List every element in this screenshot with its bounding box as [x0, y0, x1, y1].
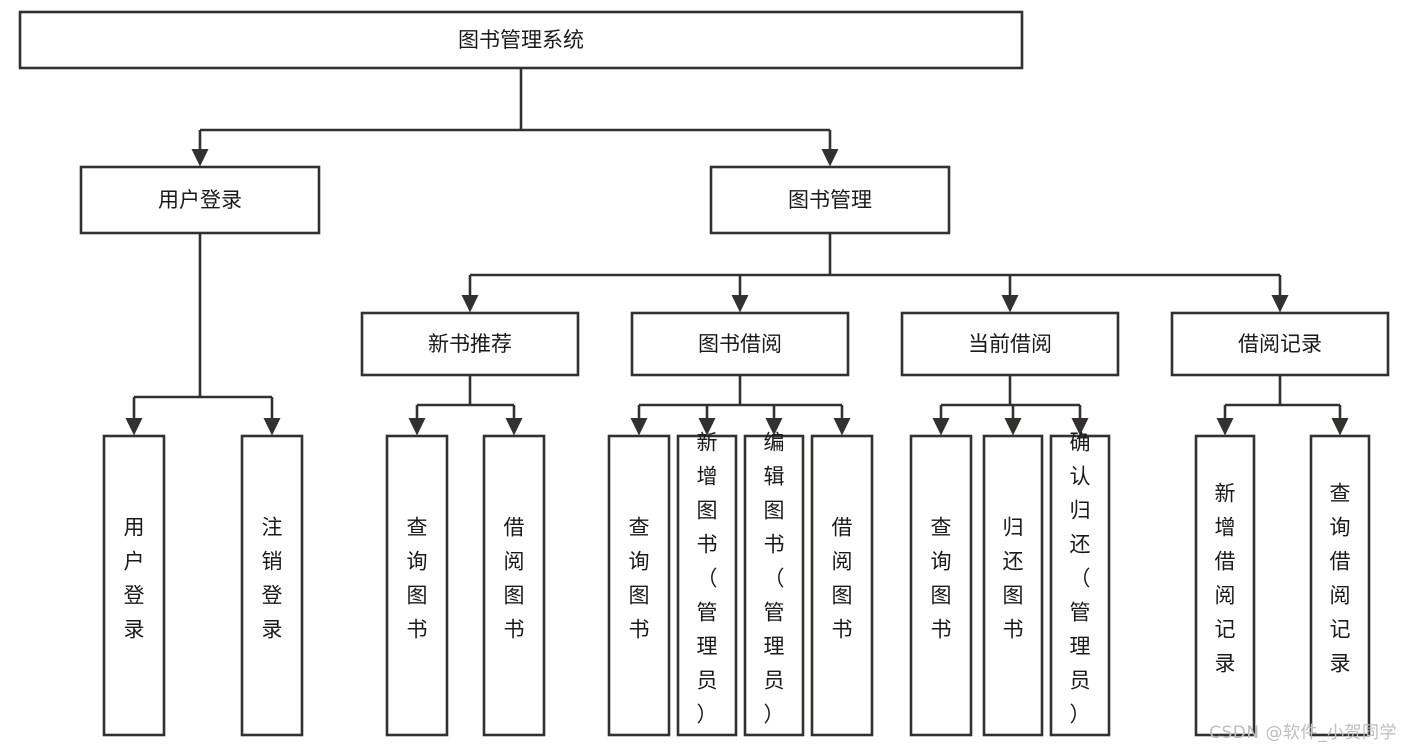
node-leaf-add-borrow-record-box[interactable]: [1194, 434, 1256, 737]
node-leaf-edit-book-admin-label: 编辑图书（管理员）: [764, 431, 785, 727]
node-leaf-user-logout[interactable]: 注销登录: [240, 434, 304, 737]
node-leaf-edit-book-admin-box[interactable]: [743, 434, 805, 737]
node-leaf-query-book-current-label: 查询图书: [931, 516, 952, 642]
node-book-manage[interactable]: 图书管理: [709, 165, 951, 235]
node-leaf-query-borrow-record-box[interactable]: [1309, 434, 1371, 737]
arrow-head-icon: [932, 418, 950, 436]
node-leaf-query-borrow-record[interactable]: 查询借阅记录: [1309, 434, 1371, 737]
node-borrow-record-box[interactable]: [1170, 311, 1390, 377]
arrow-head-icon: [1071, 418, 1089, 436]
node-leaf-borrow-book-box[interactable]: [810, 434, 874, 737]
node-leaf-query-book-borrow[interactable]: 查询图书: [607, 434, 671, 737]
node-leaf-confirm-return-admin[interactable]: 确认归还（管理员）: [1049, 431, 1111, 737]
node-root-label: 图书管理系统: [458, 28, 584, 52]
node-leaf-query-book-borrow-label: 查询图书: [629, 516, 650, 642]
node-leaf-confirm-return-admin-box[interactable]: [1049, 434, 1111, 737]
node-current-borrow[interactable]: 当前借阅: [900, 311, 1120, 377]
node-leaf-add-book-admin-label: 新增图书（管理员）: [697, 431, 718, 727]
arrow-head-icon: [698, 418, 716, 436]
node-book-borrow[interactable]: 图书借阅: [630, 311, 850, 377]
node-user-login-box[interactable]: [79, 165, 321, 235]
node-leaf-user-logout-label: 注销登录: [262, 516, 283, 642]
node-new-book-recommend-label: 新书推荐: [428, 332, 512, 356]
node-leaf-add-book-admin-box[interactable]: [676, 434, 738, 737]
node-root[interactable]: 图书管理系统: [18, 10, 1024, 70]
node-book-borrow-label: 图书借阅: [698, 332, 782, 356]
node-leaf-borrow-book-new-label: 借阅图书: [504, 516, 525, 642]
arrow-head-icon: [731, 295, 749, 313]
node-user-login[interactable]: 用户登录: [79, 165, 321, 235]
arrow-head-icon: [191, 149, 209, 167]
arrow-head-icon: [821, 149, 839, 167]
node-leaf-add-borrow-record-label: 新增借阅记录: [1215, 482, 1236, 676]
node-leaf-return-book-box[interactable]: [982, 434, 1044, 737]
arrow-head-icon: [1216, 418, 1234, 436]
connectors-layer: [125, 68, 1349, 436]
watermark-text: CSDN @软件_小贺同学: [1209, 723, 1397, 743]
node-borrow-record[interactable]: 借阅记录: [1170, 311, 1390, 377]
node-leaf-confirm-return-admin-label: 确认归还（管理员）: [1070, 431, 1091, 727]
node-new-book-recommend[interactable]: 新书推荐: [360, 311, 580, 377]
node-leaf-borrow-book-label: 借阅图书: [832, 516, 853, 642]
node-leaf-query-borrow-record-label: 查询借阅记录: [1330, 482, 1351, 676]
node-book-manage-label: 图书管理: [788, 188, 872, 212]
node-leaf-borrow-book-new[interactable]: 借阅图书: [482, 434, 546, 737]
boxes-layer: 图书管理系统用户登录图书管理新书推荐图书借阅当前借阅借阅记录用户登录注销登录查询…: [18, 10, 1390, 737]
node-leaf-query-book-borrow-box[interactable]: [607, 434, 671, 737]
node-leaf-edit-book-admin[interactable]: 编辑图书（管理员）: [743, 431, 805, 737]
node-leaf-user-login-label: 用户登录: [124, 516, 145, 642]
node-current-borrow-label: 当前借阅: [968, 332, 1052, 356]
node-leaf-return-book[interactable]: 归还图书: [982, 434, 1044, 737]
node-leaf-query-book-new-box[interactable]: [385, 434, 449, 737]
node-book-manage-box[interactable]: [709, 165, 951, 235]
node-current-borrow-box[interactable]: [900, 311, 1120, 377]
node-user-login-label: 用户登录: [158, 188, 242, 212]
node-leaf-query-book-current-box[interactable]: [909, 434, 973, 737]
node-leaf-user-logout-box[interactable]: [240, 434, 304, 737]
arrow-head-icon: [408, 418, 426, 436]
arrow-head-icon: [461, 295, 479, 313]
node-new-book-recommend-box[interactable]: [360, 311, 580, 377]
node-root-box[interactable]: [18, 10, 1024, 70]
node-leaf-user-login[interactable]: 用户登录: [102, 434, 166, 737]
node-leaf-borrow-book-new-box[interactable]: [482, 434, 546, 737]
arrow-head-icon: [1004, 418, 1022, 436]
arrow-head-icon: [1271, 295, 1289, 313]
node-leaf-add-book-admin[interactable]: 新增图书（管理员）: [676, 431, 738, 737]
node-leaf-borrow-book[interactable]: 借阅图书: [810, 434, 874, 737]
arrow-head-icon: [1331, 418, 1349, 436]
arrow-head-icon: [263, 418, 281, 436]
arrow-head-icon: [1001, 295, 1019, 313]
node-leaf-user-login-box[interactable]: [102, 434, 166, 737]
node-book-borrow-box[interactable]: [630, 311, 850, 377]
node-leaf-return-book-label: 归还图书: [1003, 516, 1024, 642]
arrow-head-icon: [765, 418, 783, 436]
node-leaf-query-book-new[interactable]: 查询图书: [385, 434, 449, 737]
node-leaf-add-borrow-record[interactable]: 新增借阅记录: [1194, 434, 1256, 737]
arrow-head-icon: [505, 418, 523, 436]
arrow-head-icon: [125, 418, 143, 436]
arrow-head-icon: [833, 418, 851, 436]
node-leaf-query-book-new-label: 查询图书: [407, 516, 428, 642]
node-borrow-record-label: 借阅记录: [1238, 332, 1322, 356]
arrow-head-icon: [630, 418, 648, 436]
node-leaf-query-book-current[interactable]: 查询图书: [909, 434, 973, 737]
